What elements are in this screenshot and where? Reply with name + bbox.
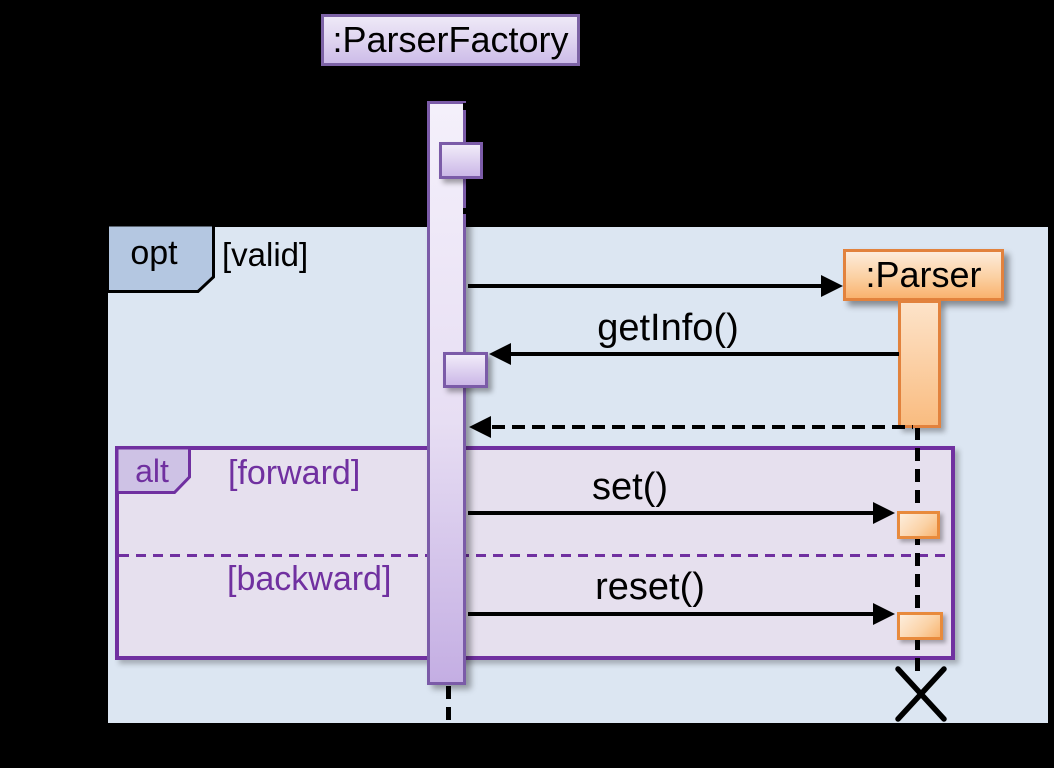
factory-nested-activation-2	[443, 352, 488, 388]
reset-arrowhead-icon	[873, 603, 895, 625]
alt-fragment-frame	[115, 446, 955, 660]
parser-object-label: :Parser	[865, 254, 982, 295]
create-message-line	[468, 284, 822, 288]
hidden-message-arrow-tip-1	[463, 103, 469, 110]
alt-operator-label: alt	[135, 453, 169, 489]
parser-reset-activation	[897, 612, 943, 640]
factory-nested-activation-1	[439, 142, 483, 179]
parser-object-box: :Parser	[843, 249, 1004, 301]
getinfo-arrowhead-icon	[489, 343, 511, 365]
set-arrowhead-icon	[873, 502, 895, 524]
return-message-line	[492, 425, 913, 429]
opt-operator-pentagon	[106, 225, 215, 293]
create-message-arrowhead-icon	[821, 275, 843, 297]
hidden-message-arrow-tip-2	[463, 208, 471, 214]
return-arrowhead-icon	[469, 416, 491, 438]
alt-operator-pentagon	[115, 446, 191, 494]
parser-activation-bar	[898, 300, 941, 428]
alt-guard-backward-label: [backward]	[227, 560, 392, 598]
factory-activation-bar	[427, 101, 466, 685]
reset-message-line	[468, 612, 874, 616]
destruction-x-icon	[895, 666, 947, 722]
opt-operator-label: opt	[130, 234, 178, 272]
factory-object-label: :ParserFactory	[332, 19, 569, 60]
opt-guard-label: [valid]	[222, 236, 309, 273]
parser-lifeline	[915, 427, 920, 675]
set-message-label: set()	[592, 466, 668, 508]
getinfo-message-label: getInfo()	[597, 307, 739, 349]
set-message-line	[468, 511, 874, 515]
getinfo-message-line	[510, 352, 899, 356]
parser-set-activation	[897, 511, 940, 539]
alt-guard-forward-label: [forward]	[228, 454, 361, 492]
factory-lifeline	[446, 686, 451, 724]
factory-object-box: :ParserFactory	[321, 14, 580, 66]
alt-operand-divider	[119, 554, 951, 557]
reset-message-label: reset()	[595, 566, 705, 608]
